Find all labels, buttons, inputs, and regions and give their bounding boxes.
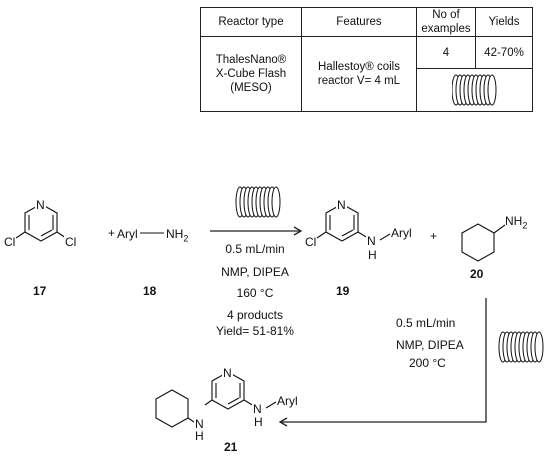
atom-nh-n: N [194, 417, 205, 431]
plus-sign: + [430, 229, 438, 243]
step1-products: 4 products [226, 308, 284, 322]
atom-nh2: NH2 [505, 214, 528, 231]
step1-temperature: 160 °C [236, 286, 274, 300]
atom-cl: Cl [304, 235, 318, 249]
atom-n: N [336, 198, 347, 212]
step2-coil-icon [498, 331, 544, 363]
step1-coil-icon [235, 186, 281, 218]
compound-18-label: 18 [143, 284, 157, 298]
compound-17-structure [15, 203, 67, 242]
cell-features: Hallestoy® coils reactor V= 4 mL [301, 36, 417, 112]
step1-yield: Yield= 51-81% [216, 324, 294, 338]
cell-yields: 42-70% [475, 36, 533, 69]
atom-nh-h: H [367, 248, 378, 262]
cell-coil-image [416, 68, 533, 112]
step2-reagents: NMP, DIPEA [396, 338, 464, 352]
coil-reactor-icon [451, 74, 496, 106]
compound-19-label: 19 [336, 284, 350, 298]
cell-reactor-type: ThalesNano® X-Cube Flash (MESO) [200, 36, 302, 112]
compound-17-label: 17 [33, 284, 47, 298]
header-reactor-type: Reactor type [200, 7, 302, 37]
compound-20-structure [461, 223, 506, 262]
atom-nh-n: N [366, 234, 377, 248]
aryl-label: Aryl [277, 394, 298, 408]
step1-reagents: NMP, DIPEA [221, 265, 289, 279]
reagent-18-aryl: Aryl [117, 227, 138, 241]
step2-flow: 0.5 mL/min [396, 316, 456, 330]
step1-flow: 0.5 mL/min [225, 242, 285, 256]
compound-20-label: 20 [470, 267, 484, 281]
step1-arrow [210, 226, 303, 236]
header-yields: Yields [475, 7, 533, 37]
step2-temperature: 200 °C [409, 356, 446, 370]
atom-n: N [35, 198, 46, 212]
aryl-label: Aryl [391, 226, 412, 240]
compound-19-structure [316, 203, 391, 242]
step2-arrow [278, 298, 487, 427]
atom-n: N [222, 366, 233, 380]
header-features: Features [301, 7, 417, 37]
atom-nh-h: H [253, 415, 264, 429]
atom-nh-n: N [252, 402, 263, 416]
atom-cl: Cl [3, 235, 17, 249]
reagent-18-amine: NH2 [166, 227, 189, 244]
atom-nh-h: H [194, 429, 205, 443]
reactor-table: Reactor type Features No of examples Yie… [200, 7, 533, 112]
cell-examples: 4 [416, 36, 476, 69]
compound-21-label: 21 [224, 440, 238, 454]
plus-sign: + [108, 226, 116, 240]
atom-cl: Cl [64, 235, 78, 249]
